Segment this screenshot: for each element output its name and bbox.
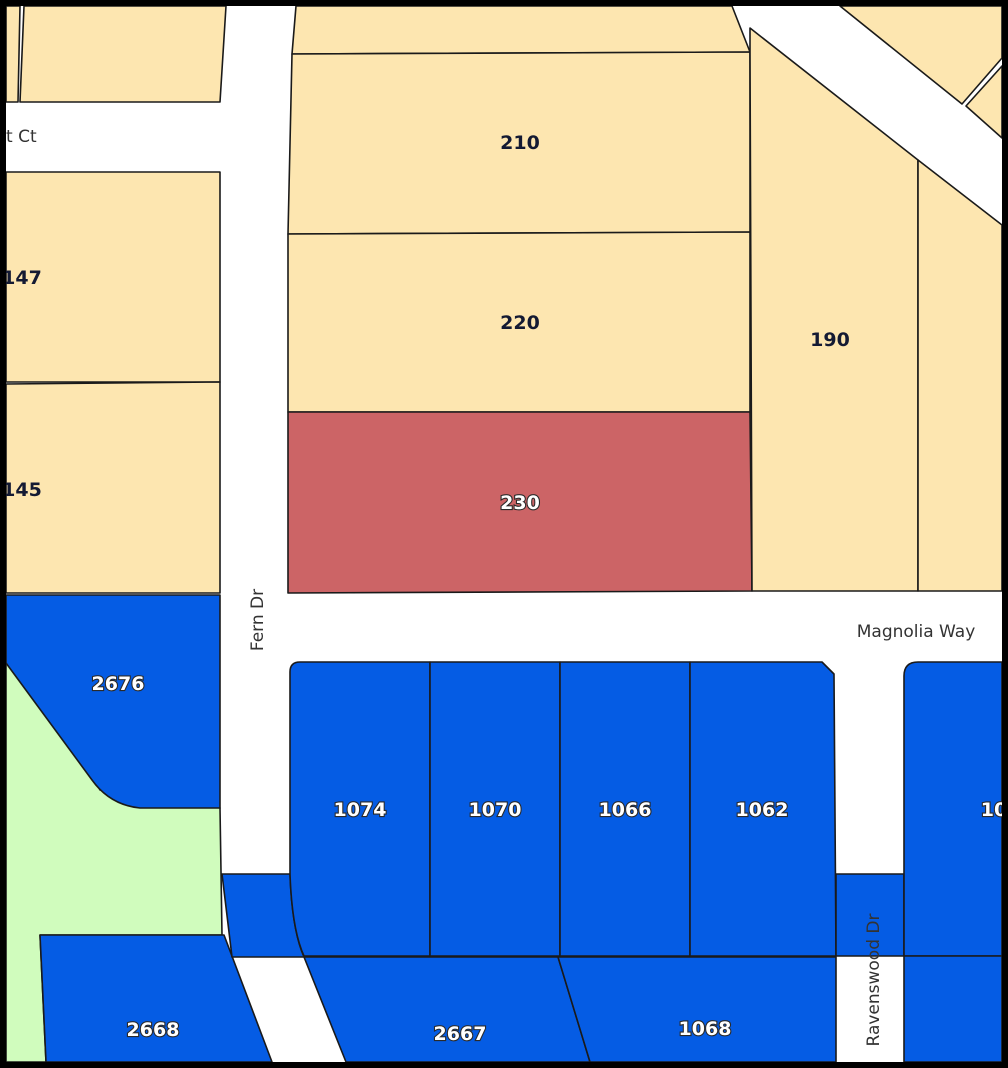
parcel-1062[interactable] — [689, 661, 837, 957]
parcel-label-2668: 2668 — [127, 1019, 180, 1041]
street-label-fern-dr: Fern Dr — [248, 589, 268, 651]
parcel-label-2667: 2667 — [434, 1023, 487, 1045]
parcel-top-strip[interactable] — [291, 5, 751, 55]
parcel-label-2676: 2676 — [92, 673, 145, 695]
street-label-ravenswood-dr: Ravenswood Dr — [864, 914, 884, 1047]
parcel-label-190: 190 — [810, 329, 850, 351]
parcel-label-1062: 1062 — [736, 799, 789, 821]
parcel-2676[interactable] — [5, 594, 221, 809]
parcel-label-210: 210 — [500, 132, 540, 154]
parcel-label-220: 220 — [500, 312, 540, 334]
parcel-bottom-right[interactable] — [903, 955, 1003, 1063]
parcel-label-1068: 1068 — [679, 1018, 732, 1040]
parcel-1074[interactable] — [289, 661, 431, 957]
parcel-right-edge[interactable] — [917, 159, 1003, 592]
parcel-1068[interactable] — [557, 956, 837, 1063]
parcel-2667[interactable] — [303, 956, 591, 1063]
parcel-top-left[interactable] — [19, 5, 227, 103]
parcel-label-1070: 1070 — [469, 799, 522, 821]
street-label-ct: t Ct — [6, 127, 37, 147]
parcel-label-145: 145 — [2, 479, 42, 501]
parcel-label-147: 147 — [2, 267, 42, 289]
parcel-top-left-sliver[interactable] — [5, 5, 21, 103]
street-label-magnolia-way: Magnolia Way — [857, 622, 976, 642]
parcel-190[interactable] — [749, 27, 919, 592]
parcel-label-1066: 1066 — [599, 799, 652, 821]
parcel-label-230: 230 — [500, 492, 540, 514]
parcel-label-1074: 1074 — [334, 799, 387, 821]
